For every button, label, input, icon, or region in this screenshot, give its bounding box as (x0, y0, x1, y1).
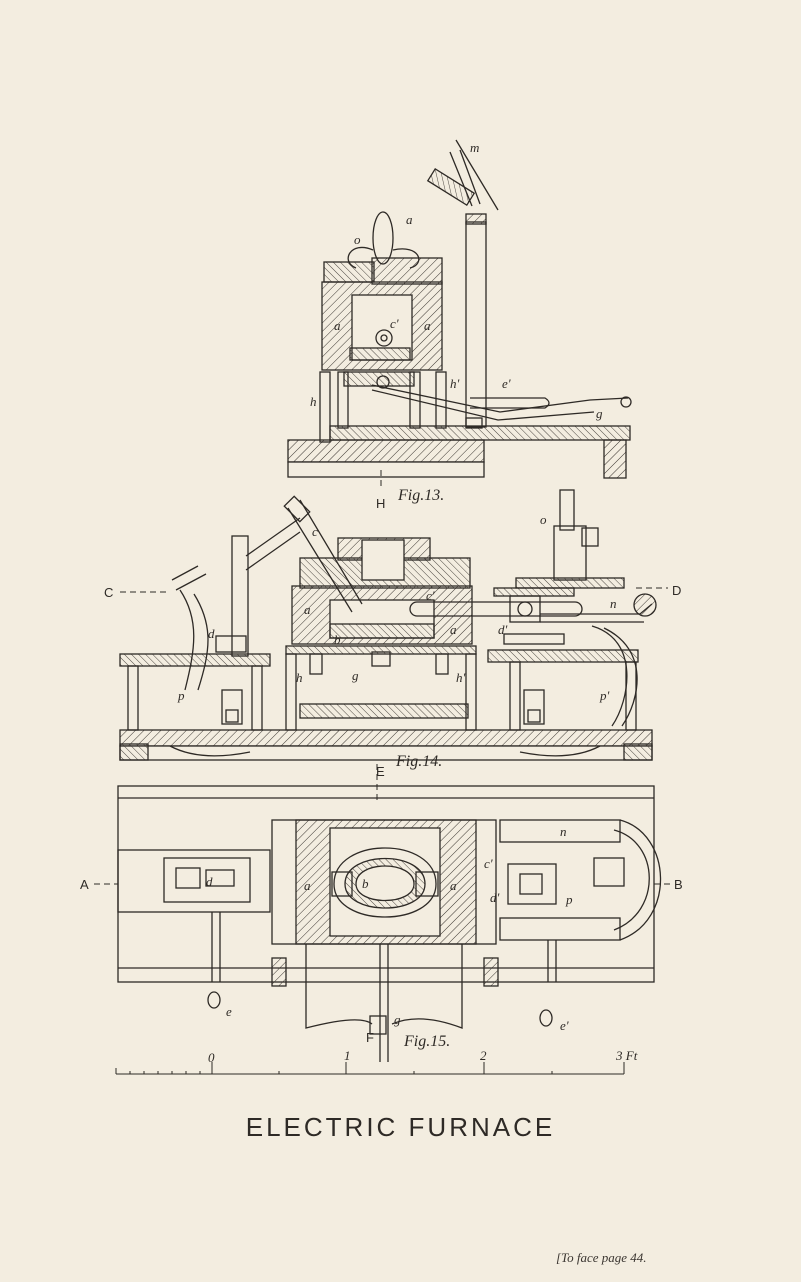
fig14-letter-c: c (312, 524, 318, 539)
section-mark-c: C (104, 585, 113, 600)
fig13-letter-o: o (354, 232, 361, 247)
section-mark-e: E (376, 764, 385, 779)
figure-13-drawing (287, 139, 632, 479)
section-mark-h: H (376, 496, 385, 511)
scale-tick-2: 2 (480, 1048, 487, 1063)
fig15-label: Fig.15. (403, 1033, 450, 1050)
scale-bar (115, 1062, 625, 1075)
fig15-letter-b: b (362, 876, 369, 891)
fig13-letter-g: g (596, 406, 603, 421)
fig14-label: Fig.14. (395, 753, 442, 770)
fig15-letter-d-prime: d' (490, 890, 500, 905)
fig14-letter-d-prime: d' (498, 622, 508, 637)
fig14-letter-o: o (540, 512, 547, 527)
fig13-letter-a-left: a (334, 318, 341, 333)
section-lines (94, 470, 672, 885)
fig13-letter-a-right: a (424, 318, 431, 333)
fig14-letter-c-prime: c' (426, 588, 435, 603)
fig13-letter-c-prime: c' (390, 316, 399, 331)
scale-tick-0: 0 (208, 1050, 215, 1065)
figure-15-drawing (117, 785, 662, 1062)
scale-tick-3ft: 3 Ft (615, 1048, 638, 1063)
fig14-letter-a-right: a (450, 622, 457, 637)
fig13-letter-h-prime: h' (450, 376, 460, 391)
fig15-letter-d: d (206, 874, 213, 889)
fig14-letter-d: d (208, 626, 215, 641)
fig14-letter-p: p (177, 688, 185, 703)
fig15-letter-c-prime: c' (484, 856, 493, 871)
fig15-letter-a-right: a (450, 878, 457, 893)
figure-14-drawing (119, 489, 657, 761)
fig14-letter-p-prime: p' (599, 688, 610, 703)
fig13-letter-e-prime: e' (502, 376, 511, 391)
page-caption: [To face page 44. (556, 1250, 647, 1265)
plate-title: ELECTRIC FURNACE (245, 1112, 556, 1142)
section-mark-a: A (80, 877, 89, 892)
fig15-letter-g: g (394, 1012, 401, 1027)
fig14-letter-h: h (296, 670, 303, 685)
fig14-letter-g: g (352, 668, 359, 683)
fig15-letter-e: e (226, 1004, 232, 1019)
scale-tick-1: 1 (344, 1048, 351, 1063)
fig13-label: Fig.13. (397, 487, 444, 504)
fig13-letter-a: a (406, 212, 413, 227)
fig14-letter-a-left: a (304, 602, 311, 617)
fig15-letter-n: n (560, 824, 567, 839)
section-mark-d: D (672, 583, 681, 598)
fig14-letter-b: b (334, 632, 341, 647)
fig14-letter-h-prime: h' (456, 670, 466, 685)
fig13-letter-m: m (470, 140, 479, 155)
fig15-letter-e-prime: e' (560, 1018, 569, 1033)
section-mark-b: B (674, 877, 683, 892)
section-mark-f: F (366, 1030, 374, 1045)
fig15-letter-p: p (565, 892, 573, 907)
fig15-letter-a-left: a (304, 878, 311, 893)
fig13-letter-h: h (310, 394, 317, 409)
fig14-letter-n: n (610, 596, 617, 611)
